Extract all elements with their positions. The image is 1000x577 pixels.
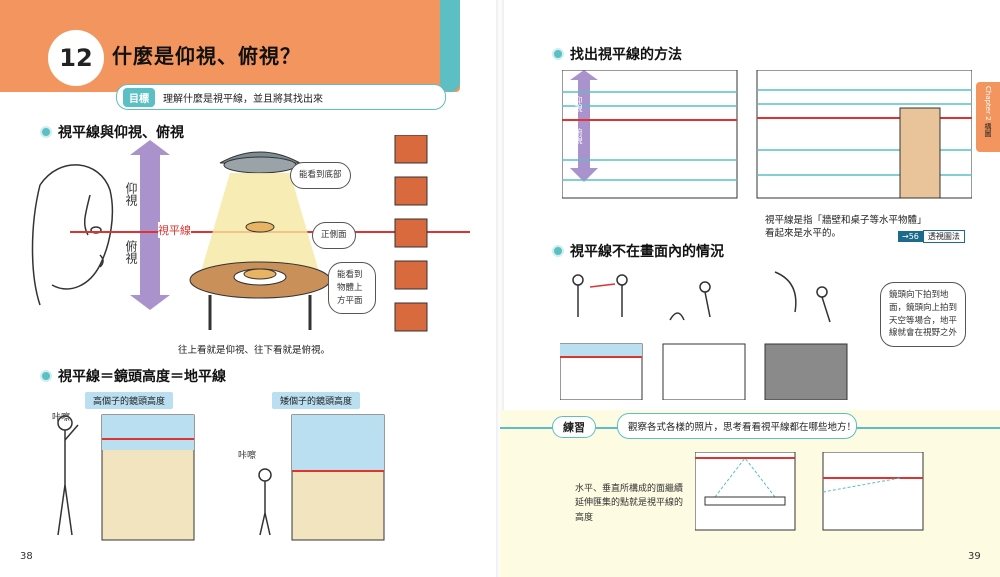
up-label-right: 仰視 (574, 96, 583, 112)
goal-tag: 目標 (123, 87, 155, 107)
practice-tag: 練習 (552, 416, 596, 438)
outside-frame-bubble: 鏡頭向下拍到地面，鏡頭向上拍到天空等場合，地平線就會在視野之外 (880, 282, 966, 347)
brick-cubes-illustration (394, 135, 428, 332)
chapter-tab: Chapter 2 構圖 (976, 82, 1000, 152)
camera-height-illustration (57, 414, 385, 541)
chapter-number: 12 (48, 30, 104, 86)
section1-caption: 往上看就是仰視、往下看就是俯視。 (178, 345, 331, 356)
section-heading-outside-frame: 視平線不在畫面內的情況 (552, 241, 724, 261)
tall-camera-label: 高個子的鏡頭高度 (85, 392, 174, 409)
goal-box: 目標 理解什麼是視平線，並且將其找出來 (116, 84, 446, 110)
bubble-front-view: 正側面 (312, 222, 356, 249)
girl-face-illustration (31, 164, 114, 306)
section-heading-text: 視平線＝鏡頭高度＝地平線 (58, 369, 226, 385)
up-label: 仰視 (124, 182, 138, 206)
pancake-top-illustration (243, 268, 277, 280)
header-tab (440, 0, 460, 92)
bullet-icon (40, 370, 52, 382)
eye-level-label: 視平線 (158, 222, 191, 238)
reference-text: 透視圖法 (922, 230, 965, 243)
frame-monster (764, 343, 848, 400)
practice-box: 觀察各式各樣的照片，思考看看視平線都在哪些地方！ (617, 413, 857, 439)
book-spine (496, 0, 504, 577)
snap-label-tall: 咔嚓 (52, 413, 71, 423)
down-label-right: 俯視 (574, 128, 583, 144)
practice-illustration (695, 452, 924, 531)
page-number-left: 38 (20, 551, 33, 562)
find-caption-line1: 視平線是指「牆壁和桌子等水平物體」 (765, 215, 927, 226)
section-heading-text: 視平線與仰視、俯視 (58, 125, 184, 141)
goal-text: 理解什麼是視平線，並且將其找出來 (163, 93, 323, 105)
short-person-illustration (258, 468, 272, 536)
section-heading-camera-height: 視平線＝鏡頭高度＝地平線 (40, 366, 226, 386)
page-title: 什麼是仰視、俯視？ (112, 44, 301, 68)
figures-illustration (572, 271, 831, 323)
bullet-icon (552, 245, 564, 257)
up-down-arrow-icon (130, 140, 170, 310)
section-heading-text: 找出視平線的方法 (570, 47, 682, 63)
bubble-bottom-view: 能看到底部 (290, 162, 351, 189)
find-caption-line2: 看起來是水平的。 (765, 228, 842, 239)
short-camera-label: 矮個子的鏡頭高度 (272, 392, 361, 409)
reference-arrow-icon: →56 (898, 231, 923, 242)
down-label: 俯視 (124, 240, 138, 264)
page-number-right: 39 (968, 551, 981, 562)
bullet-icon (552, 48, 564, 60)
practice-room-panel (822, 452, 924, 531)
pancake-side-illustration (245, 221, 275, 233)
section-heading-eye-level: 視平線與仰視、俯視 (40, 122, 184, 142)
frame-dog (662, 343, 746, 400)
find-eye-level-illustration (562, 70, 972, 199)
up-down-arrow-icon (570, 70, 598, 182)
section-heading-find-eye-level: 找出視平線的方法 (552, 44, 682, 64)
tall-person-illustration (57, 415, 79, 536)
chapter-tab-label: Chapter 2 (984, 86, 992, 121)
snap-label-short: 咔嚓 (238, 451, 257, 461)
desk-illustration (899, 107, 941, 199)
practice-table-panel (695, 452, 796, 531)
bubble-top-view: 能看到物體上方平面 (328, 262, 376, 315)
bullet-icon (40, 126, 52, 138)
outside-frame-illustration (560, 271, 848, 400)
chapter-tab-subject: 構圖 (984, 122, 992, 137)
practice-note: 水平、垂直所構成的面繼續延伸匯集的點就是視平線的高度 (575, 484, 684, 523)
eye-level-illustration (31, 135, 470, 332)
section-heading-text: 視平線不在畫面內的情況 (570, 244, 724, 260)
reference-link[interactable]: →56 透視圖法 (898, 230, 965, 243)
